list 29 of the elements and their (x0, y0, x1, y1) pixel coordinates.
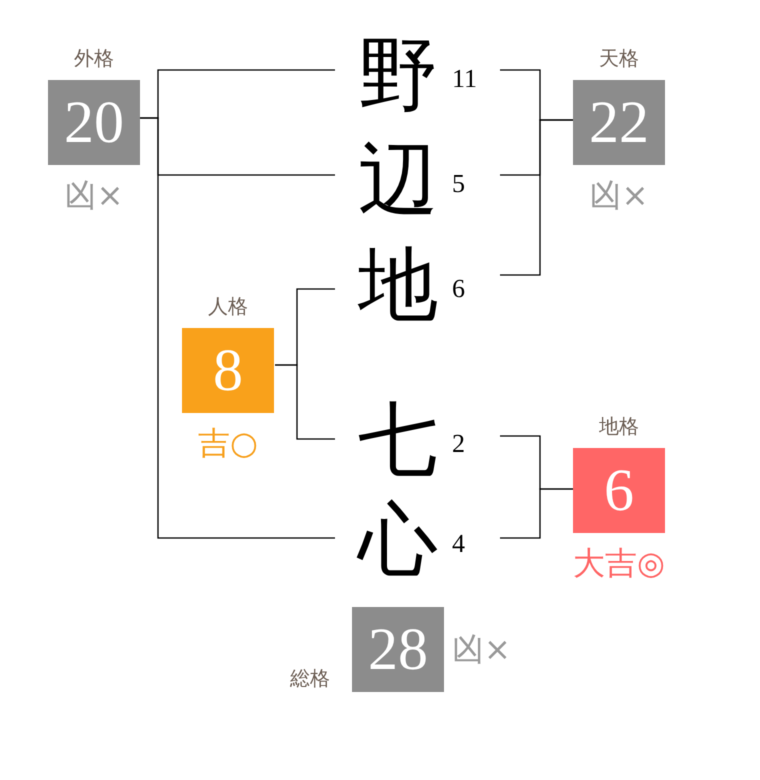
category-label: 総格 (290, 668, 330, 688)
stroke-count: 11 (452, 66, 478, 92)
stroke-count: 6 (452, 276, 465, 302)
name-character: 野 (358, 35, 438, 115)
bracket-line (500, 488, 573, 539)
stroke-count: 4 (452, 531, 465, 557)
name-character: 心 (358, 500, 438, 580)
fortune-label: 吉○ (198, 427, 258, 459)
name-character: 辺 (358, 140, 438, 220)
score-box: 8 (182, 328, 274, 413)
bracket-line (275, 364, 335, 440)
category-label: 外格 (74, 48, 114, 68)
category-label: 天格 (599, 48, 639, 68)
bracket-line (140, 117, 335, 539)
score-box: 6 (573, 448, 665, 533)
stroke-count: 2 (452, 431, 465, 457)
name-character: 地 (358, 245, 438, 325)
score-box: 20 (48, 80, 140, 165)
fortune-label: 凶× (590, 179, 648, 211)
category-label: 地格 (599, 416, 639, 436)
fortune-label: 凶× (452, 633, 511, 665)
score-box: 22 (573, 80, 665, 165)
bracket-line (500, 119, 573, 276)
name-character: 七 (358, 400, 438, 480)
fortune-label: 凶× (64, 179, 124, 211)
stroke-count: 5 (452, 171, 465, 197)
score-box: 28 (352, 607, 444, 692)
fortune-label: 大吉◎ (573, 547, 665, 579)
category-label: 人格 (208, 296, 248, 316)
